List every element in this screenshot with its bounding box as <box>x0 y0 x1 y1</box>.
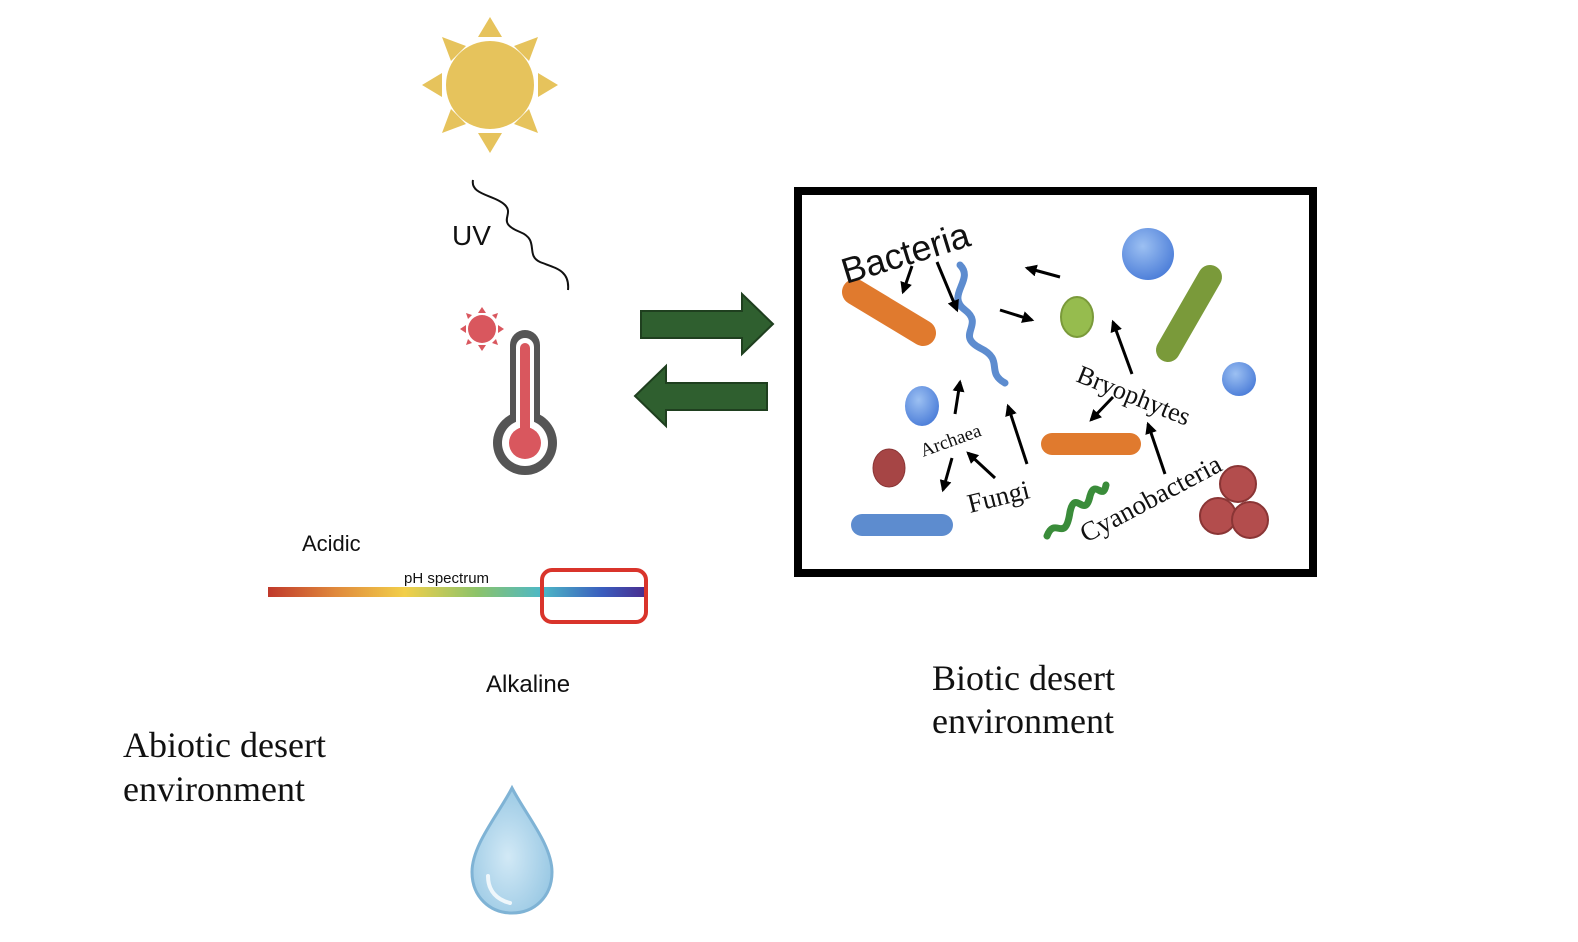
red-coccus-1 <box>1219 465 1257 503</box>
water-drop-icon <box>470 784 554 915</box>
right-arrow-icon <box>640 291 775 357</box>
biotic-caption-line1: Biotic desert <box>932 658 1115 698</box>
blue-coccus-small <box>1222 362 1256 396</box>
red-coccus-2 <box>1199 497 1237 535</box>
left-arrow-icon <box>633 363 768 429</box>
blue-cell <box>905 386 939 426</box>
cyanobacteria-filament <box>1043 481 1110 540</box>
sun-icon <box>422 17 558 153</box>
bacteria-rod-orange <box>842 279 936 346</box>
red-cell <box>872 448 906 488</box>
blue-coccus-large <box>1122 228 1174 280</box>
interaction-arrows <box>900 261 1167 493</box>
organism-shapes <box>842 228 1269 540</box>
green-cell <box>1060 296 1094 338</box>
hot-sun-icon <box>460 307 504 351</box>
ph-spectrum-bar <box>268 587 648 597</box>
green-rod <box>1156 265 1222 362</box>
red-coccus-3 <box>1231 501 1269 539</box>
abiotic-caption-line2: environment <box>123 769 305 809</box>
ph-alkaline-highlight <box>540 568 648 624</box>
spirochete-blue <box>954 261 1009 387</box>
thermometer-icon <box>493 330 557 475</box>
uv-label: UV <box>452 220 491 251</box>
uv-wave-icon <box>471 179 570 291</box>
abiotic-caption-line1: Abiotic desert <box>123 725 326 765</box>
biotic-caption-line2: environment <box>932 701 1114 741</box>
ph-spectrum-label: pH spectrum <box>404 570 489 587</box>
acidic-label: Acidic <box>302 531 361 556</box>
alkaline-label: Alkaline <box>486 671 570 698</box>
